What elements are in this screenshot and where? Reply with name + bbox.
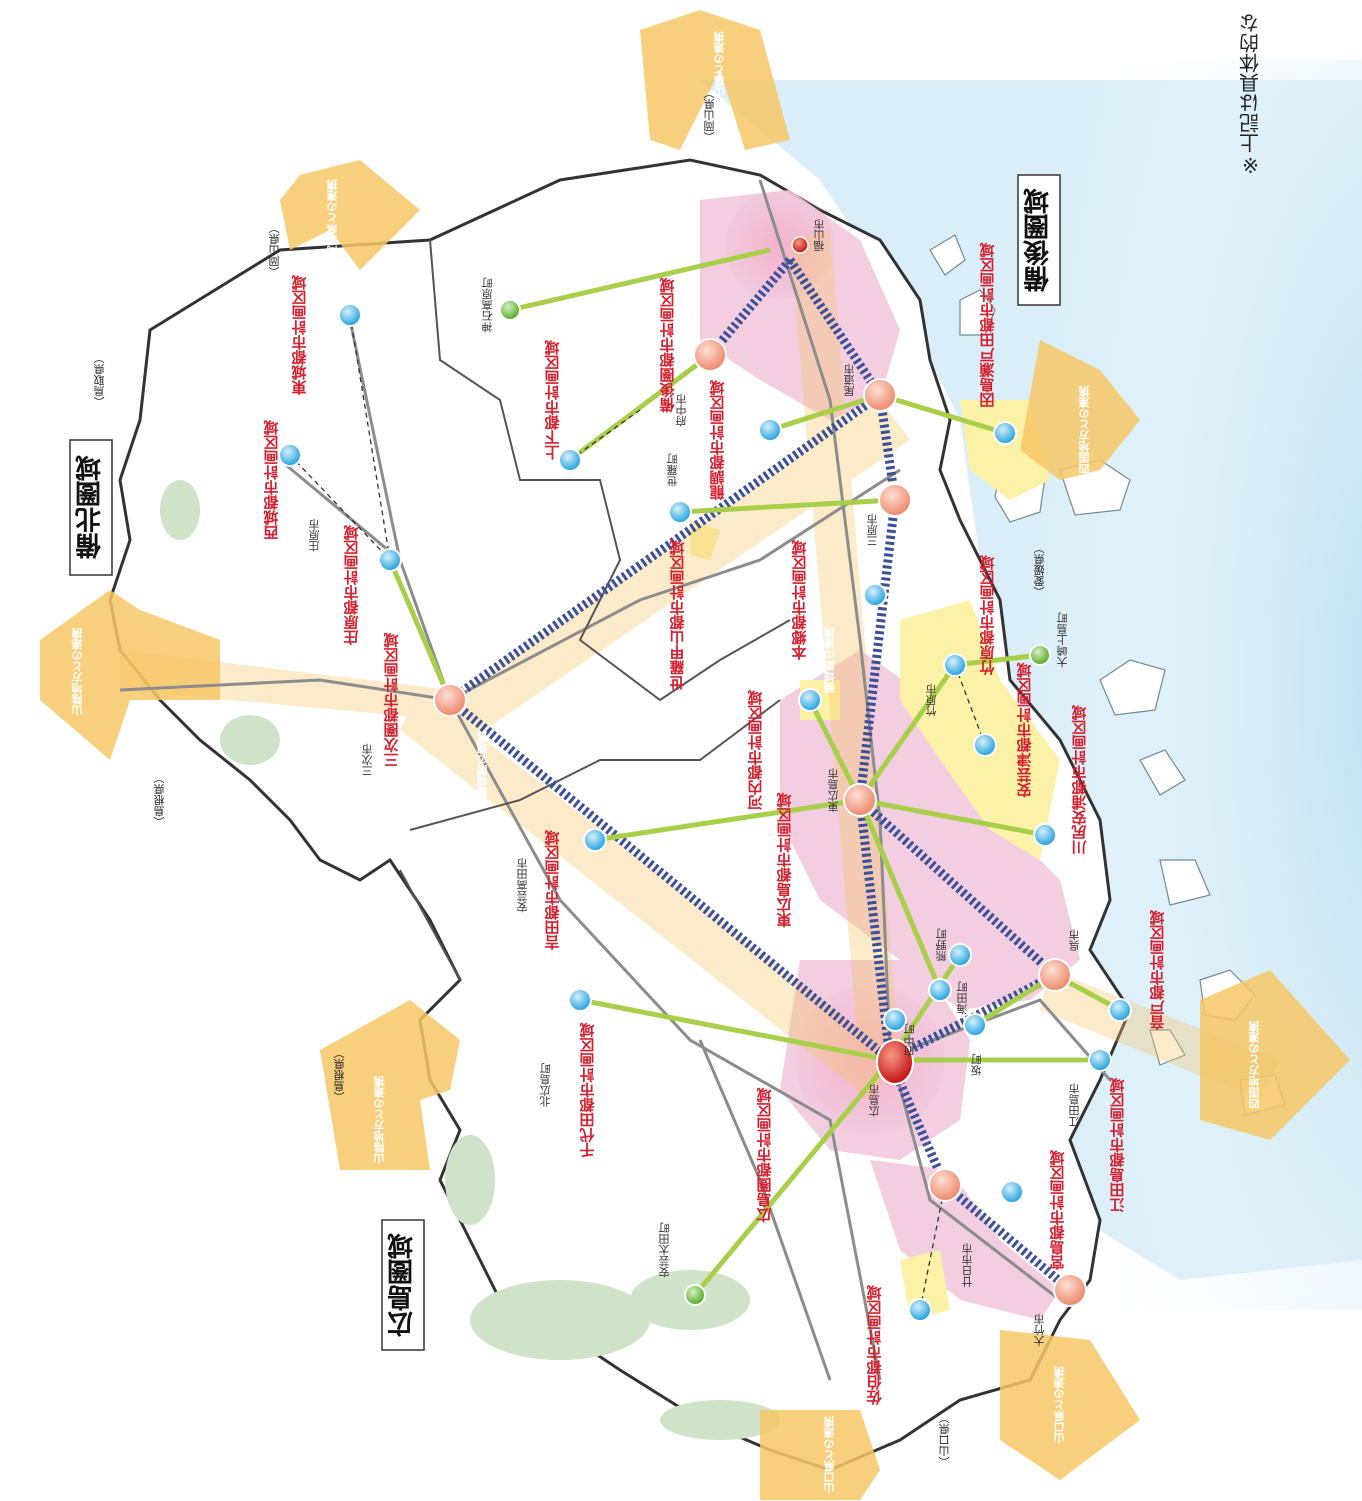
svg-text:（岡山県）: （岡山県）: [703, 88, 716, 143]
svg-text:三次圏都市計画区域: 三次圏都市計画区域: [383, 631, 401, 767]
svg-text:世羅甲山都市計画区域: 世羅甲山都市計画区域: [669, 539, 687, 691]
svg-text:竹原市: 竹原市: [925, 683, 938, 718]
svg-text:本郷都市計画区域: 本郷都市計画区域: [791, 539, 809, 661]
hub-node: [1038, 958, 1072, 992]
hub-nodes: [433, 338, 1087, 1307]
hiroshima-center-node: [876, 1039, 914, 1085]
svg-text:宮島都市計画区域: 宮島都市計画区域: [1049, 1149, 1067, 1271]
svg-text:安芸太田町: 安芸太田町: [658, 1223, 671, 1279]
svg-text:神石高原町: 神石高原町: [481, 278, 494, 334]
svg-text:尾道市: 尾道市: [843, 363, 856, 397]
svg-text:府中町: 府中町: [903, 1024, 916, 1058]
hub-node: [863, 378, 897, 412]
svg-text:安芸津都市計画区域: 安芸津都市計画区域: [1016, 661, 1034, 798]
svg-text:千代田都市計画区域: 千代田都市計画区域: [579, 1021, 597, 1157]
region-bihoku: 備北圏域: [76, 455, 106, 560]
svg-text:（愛媛県）: （愛媛県）: [1033, 543, 1046, 598]
fukuyama-center-node: [791, 236, 809, 254]
svg-text:江田島都市計画区域: 江田島都市計画区域: [1109, 1076, 1127, 1213]
hub-node: [878, 483, 912, 517]
hub-node: [928, 1168, 962, 1202]
svg-text:海田町: 海田町: [956, 982, 969, 1016]
svg-text:東広島都市計画区域: 東広島都市計画区域: [776, 791, 794, 928]
svg-text:圏域間の連携: 圏域間の連携: [476, 731, 489, 798]
svg-text:山口県との連携: 山口県との連携: [823, 1416, 836, 1495]
town-nodes: [499, 299, 1051, 1306]
svg-text:府中市: 府中市: [675, 393, 688, 428]
footnote: ※上記は具体的な: [1239, 13, 1263, 177]
svg-text:竹原都市計画区域: 竹原都市計画区域: [979, 554, 997, 676]
svg-text:北広島町: 北広島町: [539, 1063, 552, 1107]
svg-text:広島圏都市計画区域: 広島圏都市計画区域: [756, 1086, 774, 1223]
svg-text:東広島市: 東広島市: [827, 767, 840, 812]
region-hiroshima: 広島圏域: [388, 1233, 418, 1338]
hub-node: [433, 683, 467, 717]
svg-text:熊野町: 熊野町: [935, 929, 948, 963]
svg-text:広島市: 広島市: [868, 1083, 881, 1117]
svg-text:上下都市計画区域: 上下都市計画区域: [544, 339, 562, 460]
svg-text:安芸高田市: 安芸高田市: [516, 857, 529, 914]
svg-text:河内都市計画区域: 河内都市計画区域: [747, 689, 765, 811]
svg-text:備後圏都市計画区域: 備後圏都市計画区域: [659, 276, 677, 413]
hub-node: [1053, 1273, 1087, 1307]
svg-text:圏域間の連携: 圏域間の連携: [578, 506, 591, 573]
svg-text:因島瀬戸田都市計画区域: 因島瀬戸田都市計画区域: [979, 241, 997, 407]
prefecture-labels: （鳥取県） （島根県） （島根県） （岡山県） （岡山県） （愛媛県） （山口県…: [93, 88, 1046, 1468]
svg-text:呉市: 呉市: [1068, 928, 1081, 951]
svg-text:（島根県）: （島根県）: [153, 773, 166, 828]
planning-area-labels: 東城都市計画区域 西城都市計画区域 庄原都市計画区域 三次圏都市計画区域 備後圏…: [263, 241, 1167, 1406]
forest-areas: [160, 480, 780, 1440]
svg-text:三原市: 三原市: [866, 513, 879, 547]
svg-text:（鳥取県）: （鳥取県）: [93, 353, 106, 408]
svg-text:吉田都市計画区域: 吉田都市計画区域: [544, 829, 562, 951]
svg-text:大崎上島町: 大崎上島町: [1056, 613, 1069, 669]
svg-text:庄原市: 庄原市: [308, 518, 321, 553]
svg-text:四国地方との連携: 四国地方との連携: [1078, 385, 1091, 474]
svg-text:坂町: 坂町: [970, 1054, 983, 1076]
svg-text:（山口県）: （山口県）: [938, 1413, 951, 1468]
svg-text:音戸都市計画区域: 音戸都市計画区域: [1149, 909, 1167, 1031]
region-bingo: 備後圏域: [1024, 188, 1054, 293]
svg-text:福山市: 福山市: [813, 218, 826, 253]
dotted-links: [289, 314, 986, 1311]
svg-text:龍調都市計画区域: 龍調都市計画区域: [709, 379, 727, 501]
hub-node: [843, 783, 877, 817]
hub-node: [693, 338, 727, 372]
svg-text:（岡山県）: （岡山県）: [268, 223, 281, 278]
corridor-bands: [120, 230, 1280, 1100]
svg-text:四国地方との連携: 四国地方との連携: [1248, 1020, 1261, 1109]
secondary-borders: [399, 239, 791, 981]
cooperation-arrows: [40, 10, 1350, 1500]
svg-text:佐伯都市計画区域: 佐伯都市計画区域: [866, 1284, 884, 1406]
svg-text:山口県との連携: 山口県との連携: [1053, 1366, 1066, 1445]
svg-text:岡山県との連携: 岡山県との連携: [713, 31, 726, 109]
svg-text:三次市: 三次市: [361, 743, 374, 777]
svg-text:大竹市: 大竹市: [1033, 1313, 1046, 1348]
svg-text:西城都市計画区域: 西城都市計画区域: [263, 419, 281, 540]
svg-text:岡山県との連携: 岡山県との連携: [326, 179, 339, 257]
svg-text:山陰地方との連携: 山陰地方との連携: [71, 627, 84, 717]
svg-text:（島根県）: （島根県）: [333, 1048, 346, 1103]
svg-text:世羅町: 世羅町: [666, 454, 679, 487]
svg-text:山陰地方との連携: 山陰地方との連携: [373, 1075, 386, 1165]
svg-text:廿日市市: 廿日市市: [961, 1242, 974, 1287]
svg-text:江田島市: 江田島市: [1068, 1082, 1081, 1127]
svg-text:東城都市計画区域: 東城都市計画区域: [291, 274, 309, 396]
hiroshima-halo: [795, 985, 945, 1135]
svg-text:庄原都市計画区域: 庄原都市計画区域: [343, 524, 361, 646]
place-labels: 福山市 神石高原町 府中市 尾道市 世羅町 三原市 庄原市 三次市 大崎上島町 …: [308, 218, 1081, 1348]
arrow-labels: 岡山県との連携 岡山県との連携 山陰地方との連携 山陰地方との連携 四国地方との…: [71, 31, 1261, 1495]
svg-text:圏域間の連携: 圏域間の連携: [823, 626, 836, 693]
region-labels: 備北圏域 備後圏域 広島圏域: [69, 174, 1061, 1351]
local-nodes: [278, 303, 1132, 1322]
svg-text:川尻安浦都市計画区域: 川尻安浦都市計画区域: [1071, 704, 1089, 855]
